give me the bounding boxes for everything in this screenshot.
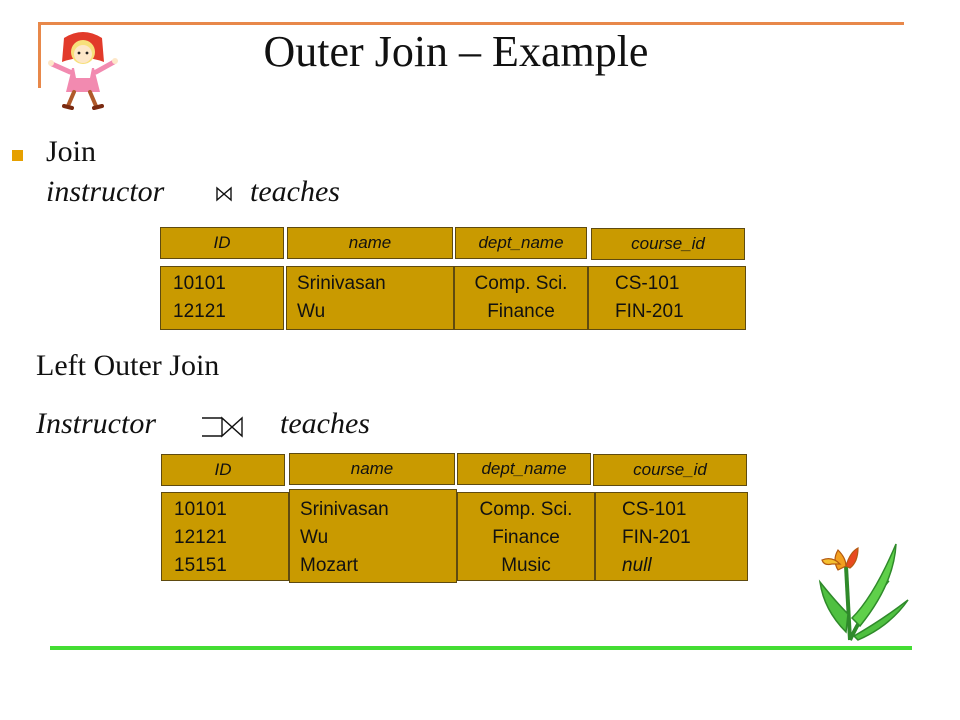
left-outer-join-icon [202,416,243,438]
top-rule [38,22,904,25]
table-cell: 10101 [173,273,226,294]
table-cell: 10101 [174,499,227,520]
join-left-relation: instructor [46,175,165,208]
outer-header-id: ID [161,454,285,486]
join-header-dept-name: dept_name [455,227,587,259]
join-col-id: 10101 12121 [160,266,284,330]
table-cell: 15151 [174,555,227,576]
outer-col-id: 10101 12121 15151 [161,492,289,581]
outer-header-dept-name: dept_name [457,453,591,485]
left-outer-right-relation: teaches [280,407,370,440]
girl-clipart-icon [48,32,118,110]
table-cell: Wu [297,301,326,322]
flower-clipart-icon [818,543,909,641]
bottom-rule [50,646,912,650]
left-outer-heading: Left Outer Join [36,349,220,382]
table-cell: Music [501,555,551,576]
join-header-name: name [287,227,453,259]
table-cell: CS-101 [615,273,680,294]
outer-header-name: name [289,453,455,485]
left-outer-left-relation: Instructor [36,407,156,440]
table-cell-null: null [622,555,652,576]
bullet [12,150,23,161]
table-cell: FIN-201 [615,301,684,322]
join-col-dept-name: Comp. Sci. Finance [454,266,588,330]
outer-col-dept-name: Comp. Sci. Finance Music [457,492,595,581]
outer-col-name: Srinivasan Wu Mozart [289,489,457,583]
table-cell: Finance [492,527,560,548]
bowtie-join-icon [216,186,232,202]
table-cell: 12121 [173,301,226,322]
table-cell: Mozart [300,555,359,576]
join-header-id: ID [160,227,284,259]
table-cell: Srinivasan [297,273,386,294]
join-heading: Join [46,135,97,168]
join-header-course-id: course_id [591,228,745,260]
table-cell: FIN-201 [622,527,691,548]
outer-col-course-id: CS-101 FIN-201 null [595,492,748,581]
table-cell: Finance [487,301,555,322]
table-cell: CS-101 [622,499,687,520]
table-cell: Comp. Sci. [479,499,573,520]
table-cell: Srinivasan [300,499,389,520]
outer-header-course-id: course_id [593,454,747,486]
join-right-relation: teaches [250,175,340,208]
join-col-course-id: CS-101 FIN-201 [588,266,746,330]
left-rule [38,22,41,88]
join-col-name: Srinivasan Wu [286,266,454,330]
table-cell: Comp. Sci. [474,273,568,294]
table-cell: 12121 [174,527,227,548]
slide-title: Outer Join – Example [263,27,649,76]
table-cell: Wu [300,527,329,548]
